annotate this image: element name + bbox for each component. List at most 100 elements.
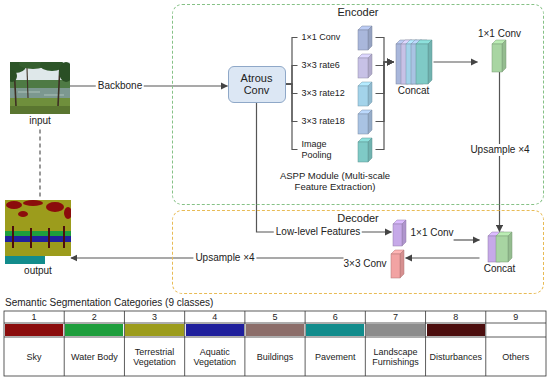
legend-swatch: [427, 324, 485, 336]
slab-front: [492, 44, 502, 72]
module-caption: ASPP Module (Multi-scale Feature Extract…: [270, 171, 400, 193]
node-label: 1×1 Conv: [302, 32, 354, 42]
connector-group: [40, 38, 500, 259]
legend-entry: Aquatic Vegetation: [185, 323, 245, 376]
legend-swatch: [5, 324, 63, 336]
slab-shape: [356, 138, 376, 162]
slab-front: [358, 30, 368, 50]
category-number: 2: [64, 311, 124, 323]
node-label: input: [10, 115, 70, 127]
connector: [434, 61, 478, 62]
connector: [286, 84, 298, 149]
node-label: 1×1 Conv: [478, 28, 521, 40]
legend-label: Aquatic Vegetation: [185, 338, 245, 376]
photo-treeline: [10, 80, 70, 89]
seg-disturbance: [48, 228, 50, 248]
connector: [376, 62, 394, 150]
table-rule: [485, 311, 486, 376]
seg-disturbance: [12, 226, 14, 248]
category-number: 5: [245, 311, 305, 323]
legend-label: Terrestrial Vegetation: [124, 338, 184, 376]
photo-water: [10, 88, 70, 98]
concat-block: Concat: [480, 232, 520, 275]
slab-front: [391, 254, 400, 278]
conv-block: 1×1 Conv: [478, 28, 522, 73]
category-number: 1: [4, 311, 64, 323]
legend-swatch: [186, 324, 244, 336]
table-rule: [4, 337, 546, 338]
legend-entry: Terrestrial Vegetation: [124, 323, 184, 376]
legend-entry: Sky: [4, 323, 64, 376]
slab-side: [368, 138, 372, 162]
connector: [406, 257, 480, 258]
edge-label: Upsample ×4: [468, 144, 531, 156]
legend-entry: Water Body: [64, 323, 124, 376]
slab-shape: [490, 40, 510, 72]
photo-canopy: [10, 70, 17, 82]
slab-shape: [480, 232, 520, 262]
seg-sky: [6, 201, 22, 209]
slab-side: [502, 40, 506, 72]
legend-entry: Others: [486, 323, 546, 376]
conv-block: 3×3 Conv: [344, 250, 406, 278]
legend-label: Others: [486, 338, 546, 376]
seg-others: [45, 256, 71, 264]
edge-label: Low-level Features: [274, 226, 362, 238]
input-image: input: [10, 62, 70, 127]
table-border: [4, 311, 546, 376]
category-number: 3: [124, 311, 184, 323]
seg-disturbance: [30, 228, 32, 248]
legend-swatch: [246, 324, 304, 336]
legend-label: Pavement: [305, 338, 365, 376]
category-number: 9: [486, 311, 546, 323]
photo-grass: [10, 98, 70, 114]
node-label: Concat: [398, 85, 430, 97]
table-rule: [244, 311, 245, 376]
photo-reflection: [44, 95, 64, 96]
legend-label: Sky: [4, 338, 64, 376]
photo-trunk: [27, 68, 28, 98]
output-segmentation: [5, 200, 71, 264]
connector: [454, 239, 480, 240]
table-rule: [124, 311, 125, 376]
legend-entry: Landscape Furnishings: [365, 323, 425, 376]
slab-shape: [390, 250, 406, 278]
output-image: output: [5, 200, 71, 277]
connector: [286, 38, 298, 85]
legend-swatch: [366, 324, 424, 336]
node-label: 3×3 Conv: [344, 258, 387, 270]
table-rule: [365, 311, 366, 376]
slab-side: [428, 40, 432, 84]
seg-disturbance: [63, 226, 65, 248]
photo-canopy: [59, 62, 70, 82]
slab-shape: [392, 220, 408, 246]
legend-label: Buildings: [245, 338, 305, 376]
node-label: output: [5, 265, 71, 277]
node-label: 3×3 rate12: [302, 88, 354, 98]
node-label: Encoder: [173, 6, 543, 19]
slab-side: [402, 220, 406, 246]
legend-swatch: [125, 324, 183, 336]
seg-vegetation: [5, 200, 71, 264]
slab-side: [368, 110, 372, 134]
legend-label: Landscape Furnishings: [365, 338, 425, 376]
node-label: Concat: [484, 263, 516, 275]
slab-front: [358, 142, 368, 162]
table-rule: [64, 311, 65, 376]
aspp-branch: 3×3 rate18: [298, 110, 376, 134]
atrous-conv-box: Atrous Conv: [228, 66, 286, 103]
aspp-branch: 1×1 Conv: [298, 26, 376, 50]
edge-label: Backbone: [96, 80, 144, 92]
slab-shape: [356, 26, 376, 50]
legend-label: Water Body: [64, 338, 124, 376]
table-rule: [305, 311, 306, 376]
legend-entry: Buildings: [245, 323, 305, 376]
category-number: 4: [185, 311, 245, 323]
slab-shape: [394, 40, 434, 84]
aspp-branch: 3×3 rate6: [298, 54, 376, 78]
aspp-branch: Image Pooling: [298, 138, 376, 162]
photo-grass: [10, 106, 70, 114]
category-table: [4, 311, 546, 376]
